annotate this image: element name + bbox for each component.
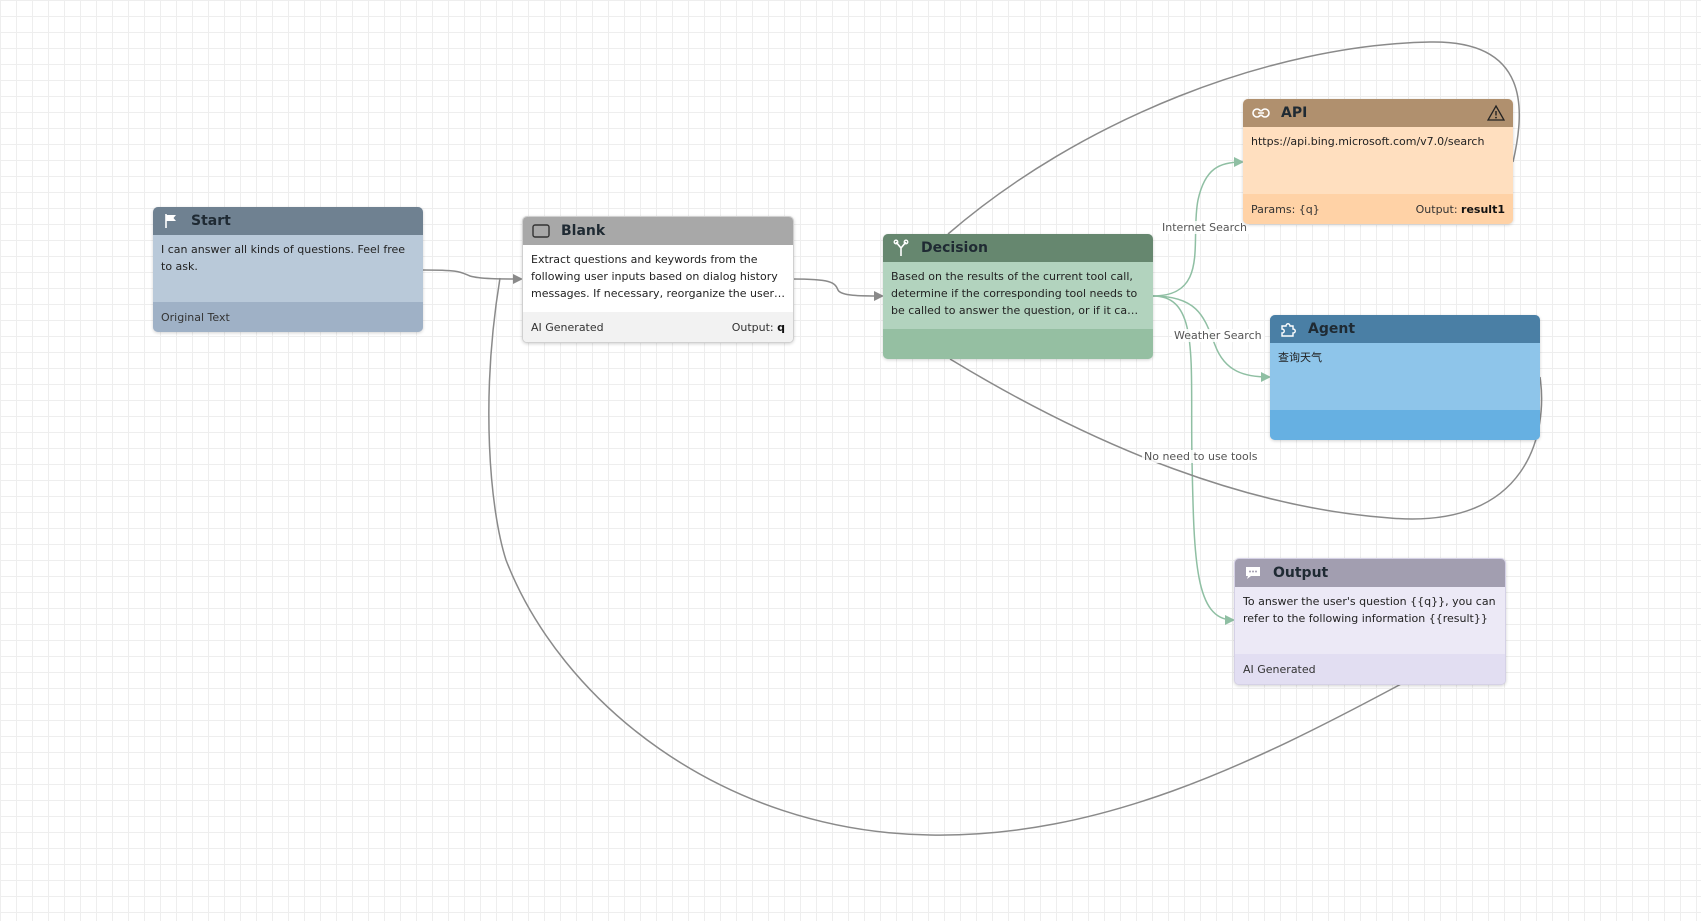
api-node-body: https://api.bing.microsoft.com/v7.0/sear… — [1251, 135, 1485, 148]
start-node[interactable]: Start I can answer all kinds of question… — [153, 207, 423, 332]
edge-api-to-decision[interactable] — [947, 41, 1520, 235]
decision-node-footer — [883, 329, 1153, 359]
edge-label-no-tools: No need to use tools — [1142, 450, 1260, 463]
blank-node-body: Extract questions and keywords from the … — [531, 253, 783, 300]
decision-node-body: Based on the results of the current tool… — [891, 270, 1138, 317]
api-node-title: API — [1281, 105, 1308, 121]
blank-node-mode: AI Generated — [531, 320, 604, 334]
blank-node-header[interactable]: Blank — [523, 217, 793, 245]
blank-node-title: Blank — [561, 223, 606, 239]
decision-node[interactable]: Decision Based on the results of the cur… — [883, 234, 1153, 359]
link-icon — [1251, 103, 1271, 123]
start-node-title: Start — [191, 213, 231, 229]
output-node-title: Output — [1273, 565, 1329, 581]
api-node-params: Params: {q} — [1251, 202, 1320, 216]
edge-agent-to-decision[interactable] — [949, 358, 1543, 520]
api-node-footer: Params: {q} Output: result1 — [1243, 194, 1513, 224]
edge-output-to-blank[interactable] — [488, 277, 1404, 836]
start-node-body: I can answer all kinds of questions. Fee… — [161, 243, 406, 273]
chat-bubble-icon — [1243, 563, 1263, 583]
edge-decision-to-agent[interactable] — [1152, 295, 1271, 382]
blank-node-output: Output: q — [731, 320, 785, 334]
branch-icon — [891, 238, 911, 258]
edge-decision-to-api[interactable] — [1152, 157, 1244, 297]
flag-icon — [161, 211, 181, 231]
agent-node[interactable]: Agent 查询天气 — [1270, 315, 1540, 440]
api-node-header[interactable]: API — [1243, 99, 1513, 127]
edge-label-internet-search: Internet Search — [1160, 221, 1249, 234]
edge-blank-to-decision[interactable] — [791, 278, 884, 301]
decision-node-header[interactable]: Decision — [883, 234, 1153, 262]
blank-node-footer: AI Generated Output: q — [523, 312, 793, 342]
puzzle-icon — [1278, 319, 1298, 339]
blank-node[interactable]: Blank Extract questions and keywords fro… — [522, 216, 794, 343]
output-node[interactable]: Output To answer the user's question {{q… — [1234, 558, 1506, 685]
decision-node-title: Decision — [921, 240, 988, 256]
agent-node-footer — [1270, 410, 1540, 440]
output-node-header[interactable]: Output — [1235, 559, 1505, 587]
api-node-output: Output: result1 — [1415, 202, 1505, 216]
edge-label-weather-search: Weather Search — [1172, 329, 1264, 342]
square-icon — [531, 221, 551, 241]
api-node[interactable]: API https://api.bing.microsoft.com/v7.0/… — [1243, 99, 1513, 224]
agent-node-title: Agent — [1308, 321, 1356, 337]
agent-node-body: 查询天气 — [1278, 351, 1322, 364]
output-node-footer: AI Generated — [1235, 654, 1505, 684]
start-node-header[interactable]: Start — [153, 207, 423, 235]
warning-icon[interactable] — [1486, 104, 1506, 122]
agent-node-header[interactable]: Agent — [1270, 315, 1540, 343]
edge-start-to-blank[interactable] — [422, 269, 523, 284]
output-node-body: To answer the user's question {{q}}, you… — [1243, 595, 1496, 625]
output-node-mode: AI Generated — [1243, 662, 1316, 676]
start-node-mode: Original Text — [161, 310, 230, 324]
start-node-footer: Original Text — [153, 302, 423, 332]
